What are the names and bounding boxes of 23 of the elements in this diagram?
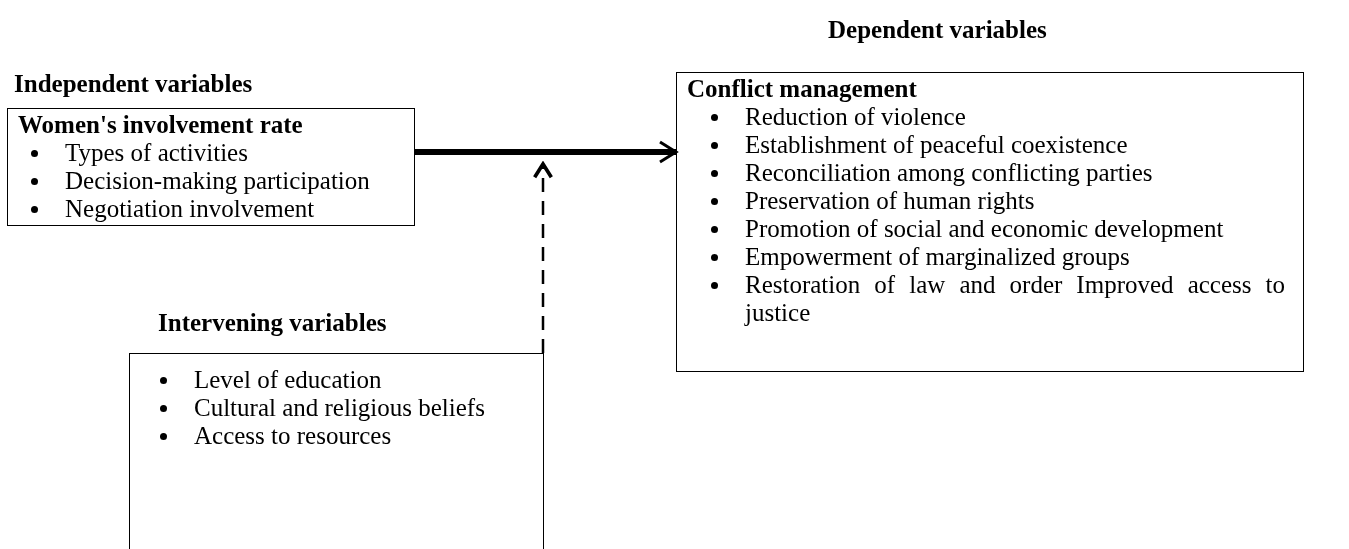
box-heading: Women's involvement rate <box>18 111 303 139</box>
arrow <box>532 162 554 353</box>
list-item: Negotiation involvement <box>65 195 316 223</box>
list-item: Types of activities <box>65 139 249 167</box>
list-item: Reduction of violence <box>745 103 967 131</box>
group-heading: Dependent variables <box>828 16 1047 44</box>
box-heading: Conflict management <box>687 75 917 103</box>
list-item: Level of education <box>194 366 383 394</box>
list-item: Reconciliation among conflicting parties <box>745 159 1154 187</box>
list-item: Cultural and religious beliefs <box>194 394 486 422</box>
list-item: Empowerment of marginalized groups <box>745 243 1131 271</box>
list-item: Establishment of peaceful coexistence <box>745 131 1129 159</box>
group-heading: Intervening variables <box>158 309 387 337</box>
variable-box <box>7 108 415 226</box>
list-item: Access to resources <box>194 422 393 450</box>
arrow <box>415 140 678 164</box>
list-item: Preservation of human rights <box>745 187 1036 215</box>
group-heading: Independent variables <box>14 70 253 98</box>
list-item: Decision-making participation <box>65 167 371 195</box>
variable-box <box>676 72 1304 372</box>
list-item: Promotion of social and economic development <box>745 215 1225 243</box>
variable-box <box>129 353 544 549</box>
list-item: Restoration of law and order Improved access to justice <box>745 271 1285 327</box>
